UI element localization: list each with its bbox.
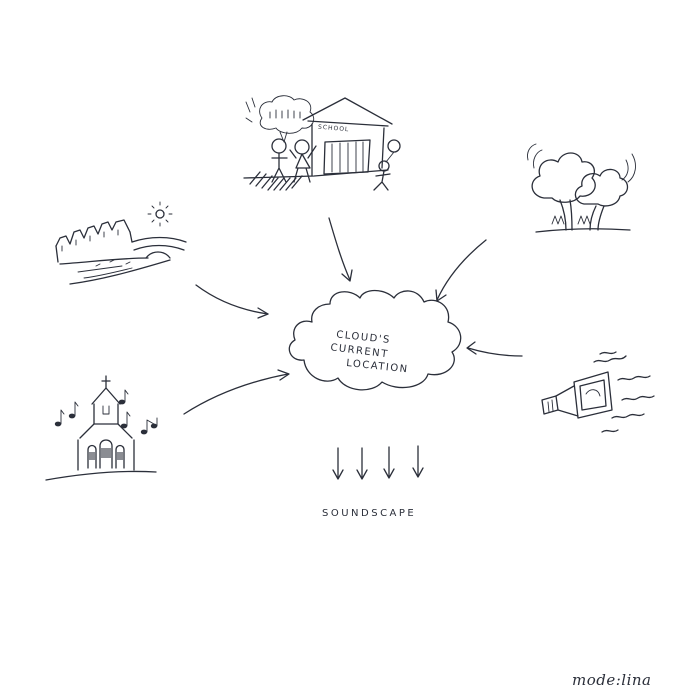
school-icon bbox=[243, 95, 401, 191]
town-river-icon bbox=[55, 201, 187, 285]
arrow-from-school bbox=[328, 217, 353, 282]
arrow-from-speaker bbox=[466, 341, 523, 357]
cloud-icon bbox=[288, 289, 462, 391]
signature: mode:lina bbox=[572, 671, 652, 689]
center-label: CLOUD'S CURRENT LOCATION bbox=[328, 329, 424, 375]
church-icon bbox=[45, 375, 158, 481]
arrow-from-trees bbox=[435, 239, 487, 302]
soundscape-label: SOUNDSCAPE bbox=[322, 508, 417, 519]
trees-icon bbox=[527, 143, 636, 233]
down-arrows bbox=[332, 445, 424, 480]
music-notes bbox=[54, 389, 158, 435]
arrow-from-town bbox=[195, 284, 269, 319]
arrow-from-church bbox=[183, 369, 290, 415]
speaker-icon bbox=[541, 351, 655, 433]
